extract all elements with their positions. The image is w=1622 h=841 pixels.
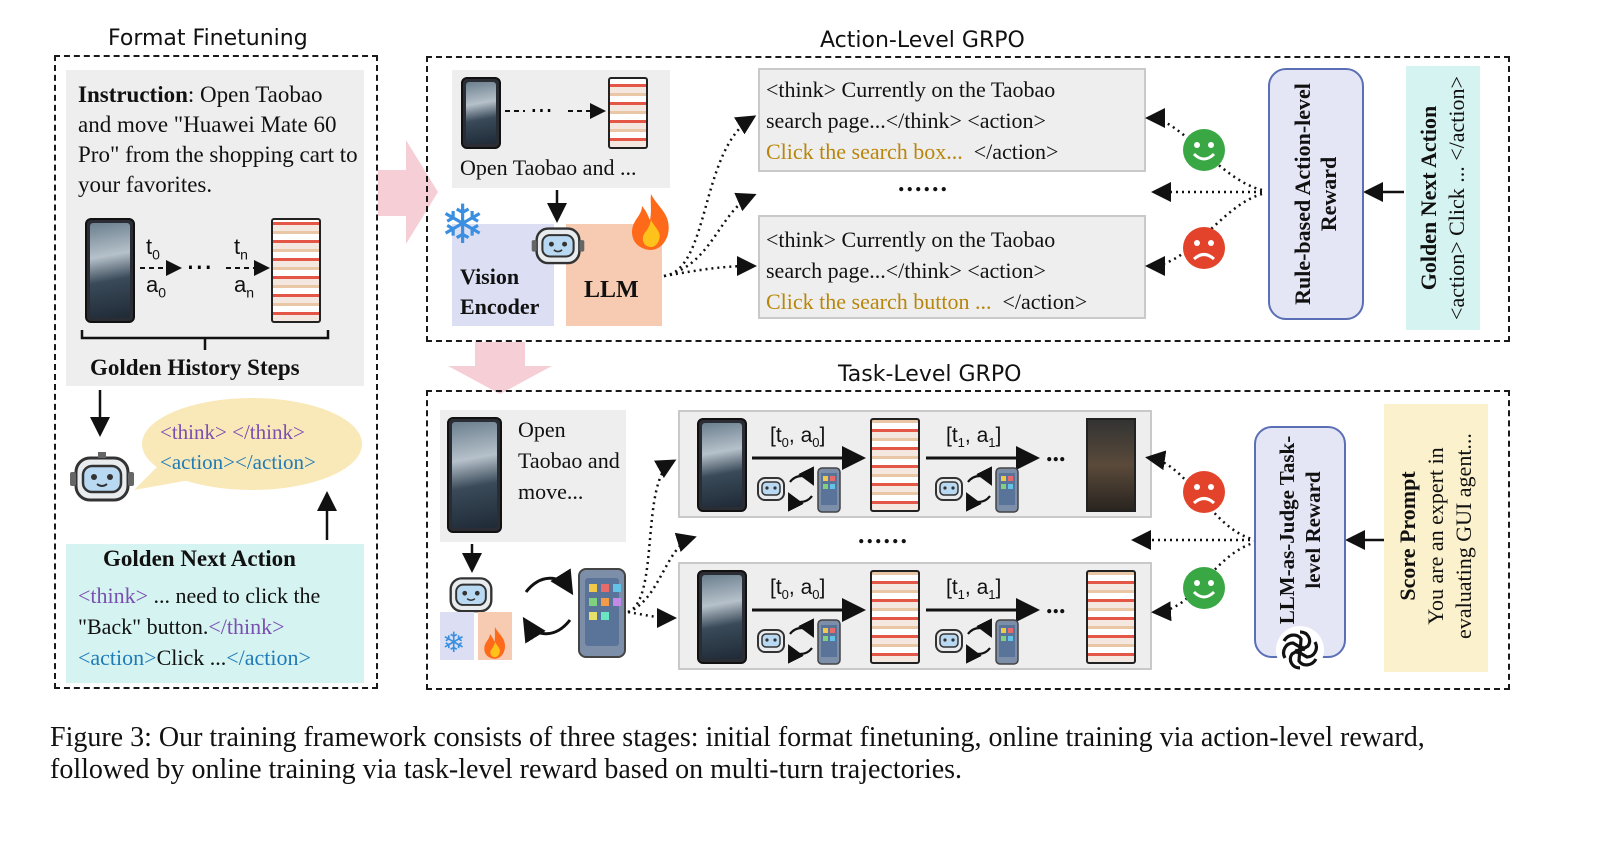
figure-caption-line2: followed by online training via task-lev…: [50, 754, 963, 785]
action-shop-end: [608, 77, 648, 149]
action-level-panel: [426, 56, 1510, 342]
traj1-step1-label: [t1, a1]: [946, 424, 1002, 451]
task-vision-mini: [440, 612, 474, 660]
action-outputs-ellipsis: ......: [898, 168, 949, 197]
traj2-step1-label: [t1, a1]: [946, 576, 1002, 603]
format-finetuning-title: Format Finetuning: [108, 26, 308, 51]
llm-label: LLM: [584, 277, 639, 303]
action-output-2-text: <think> Currently on the Taobao search p…: [766, 227, 1088, 314]
action-output-2: [758, 215, 1146, 319]
flame-icon: [628, 192, 674, 252]
snowflake-icon: ❄: [440, 195, 486, 255]
traj1-screen-2: [1086, 418, 1136, 512]
action-golden-box: [1406, 66, 1480, 330]
instruction-text: Instruction: Open Taobao and move "Huawe…: [78, 80, 360, 200]
speech-bubble: [134, 398, 362, 490]
action-reward-box: [1268, 68, 1364, 320]
phone-screenshot-start: [85, 218, 135, 323]
shop-screenshot-end: [271, 218, 321, 323]
svg-text:···: ···: [186, 251, 213, 284]
golden-next-action-box: [66, 544, 364, 683]
action-output-1: [758, 68, 1146, 172]
task-environment-phone-icon: [578, 568, 626, 658]
format-finetuning-panel: [54, 55, 378, 689]
openai-logo-icon: [1274, 624, 1326, 681]
task-level-grpo-title: Task-Level GRPO: [838, 362, 1022, 387]
task-query-text: Open Taobao and move...: [518, 417, 620, 504]
golden-next-action-text: <think> ... need to click the "Back" but…: [78, 583, 321, 670]
traj2-screen-1: [870, 570, 920, 664]
task-phone-start: [447, 417, 502, 533]
instruction-label: Instruction: [78, 82, 188, 107]
traj2-screen-0: [697, 570, 747, 664]
action-output-1-text: <think> Currently on the Taobao search p…: [766, 77, 1059, 164]
trajectories-ellipsis: ......: [858, 520, 909, 549]
task-judge-box: [1254, 426, 1346, 658]
traj2-step0-label: [t0, a0]: [770, 576, 826, 603]
bubble-action-text: <action></action>: [160, 450, 316, 474]
action-query-text: Open Taobao and ...: [460, 155, 637, 180]
vision-encoder-label: Vision Encoder: [460, 264, 540, 319]
happy-face-icon: [1182, 128, 1226, 177]
traj2-screen-2: [1086, 570, 1136, 664]
score-prompt-label: Score Prompt You are an expert in evalua…: [1395, 433, 1476, 639]
action-level-grpo-title: Action-Level GRPO: [820, 28, 1025, 53]
score-prompt-box: [1384, 404, 1488, 672]
bubble-think-text: <think> </think>: [160, 420, 305, 444]
sad-face-icon: [1182, 226, 1226, 275]
golden-history-label: Golden History Steps: [90, 355, 300, 380]
traj1-screen-0: [697, 418, 747, 512]
task-snowflake-icon: ❄: [442, 628, 466, 659]
step-t0-label: t0: [146, 234, 160, 263]
task-happy-face-icon: [1182, 566, 1226, 615]
step-an-label: an: [234, 272, 255, 301]
figure-caption-line1: Figure 3: Our training framework consist…: [50, 722, 1425, 753]
golden-next-action-title: Golden Next Action: [103, 546, 296, 571]
traj1-screen-1: [870, 418, 920, 512]
task-sad-face-icon: [1182, 470, 1226, 519]
svg-text:···: ···: [530, 97, 553, 125]
task-level-panel: [426, 390, 1510, 690]
step-tn-label: tn: [234, 234, 248, 263]
instruction-body: : Open Taobao and move "Huawei Mate 60 P…: [78, 82, 358, 197]
step-a0-label: a0: [146, 272, 167, 301]
traj1-ellipsis: ...: [1046, 438, 1066, 467]
task-flame-icon: [482, 626, 508, 665]
task-judge-label: LLM-as-Judge Task-level Reward: [1275, 435, 1325, 625]
action-phone-start: [461, 77, 501, 149]
task-robot-icon: [446, 572, 496, 616]
traj2-ellipsis: ...: [1046, 590, 1066, 619]
traj1-step0-label: [t0, a0]: [770, 424, 826, 451]
action-robot-icon: [530, 222, 586, 268]
robot-agent-icon: [70, 450, 134, 506]
